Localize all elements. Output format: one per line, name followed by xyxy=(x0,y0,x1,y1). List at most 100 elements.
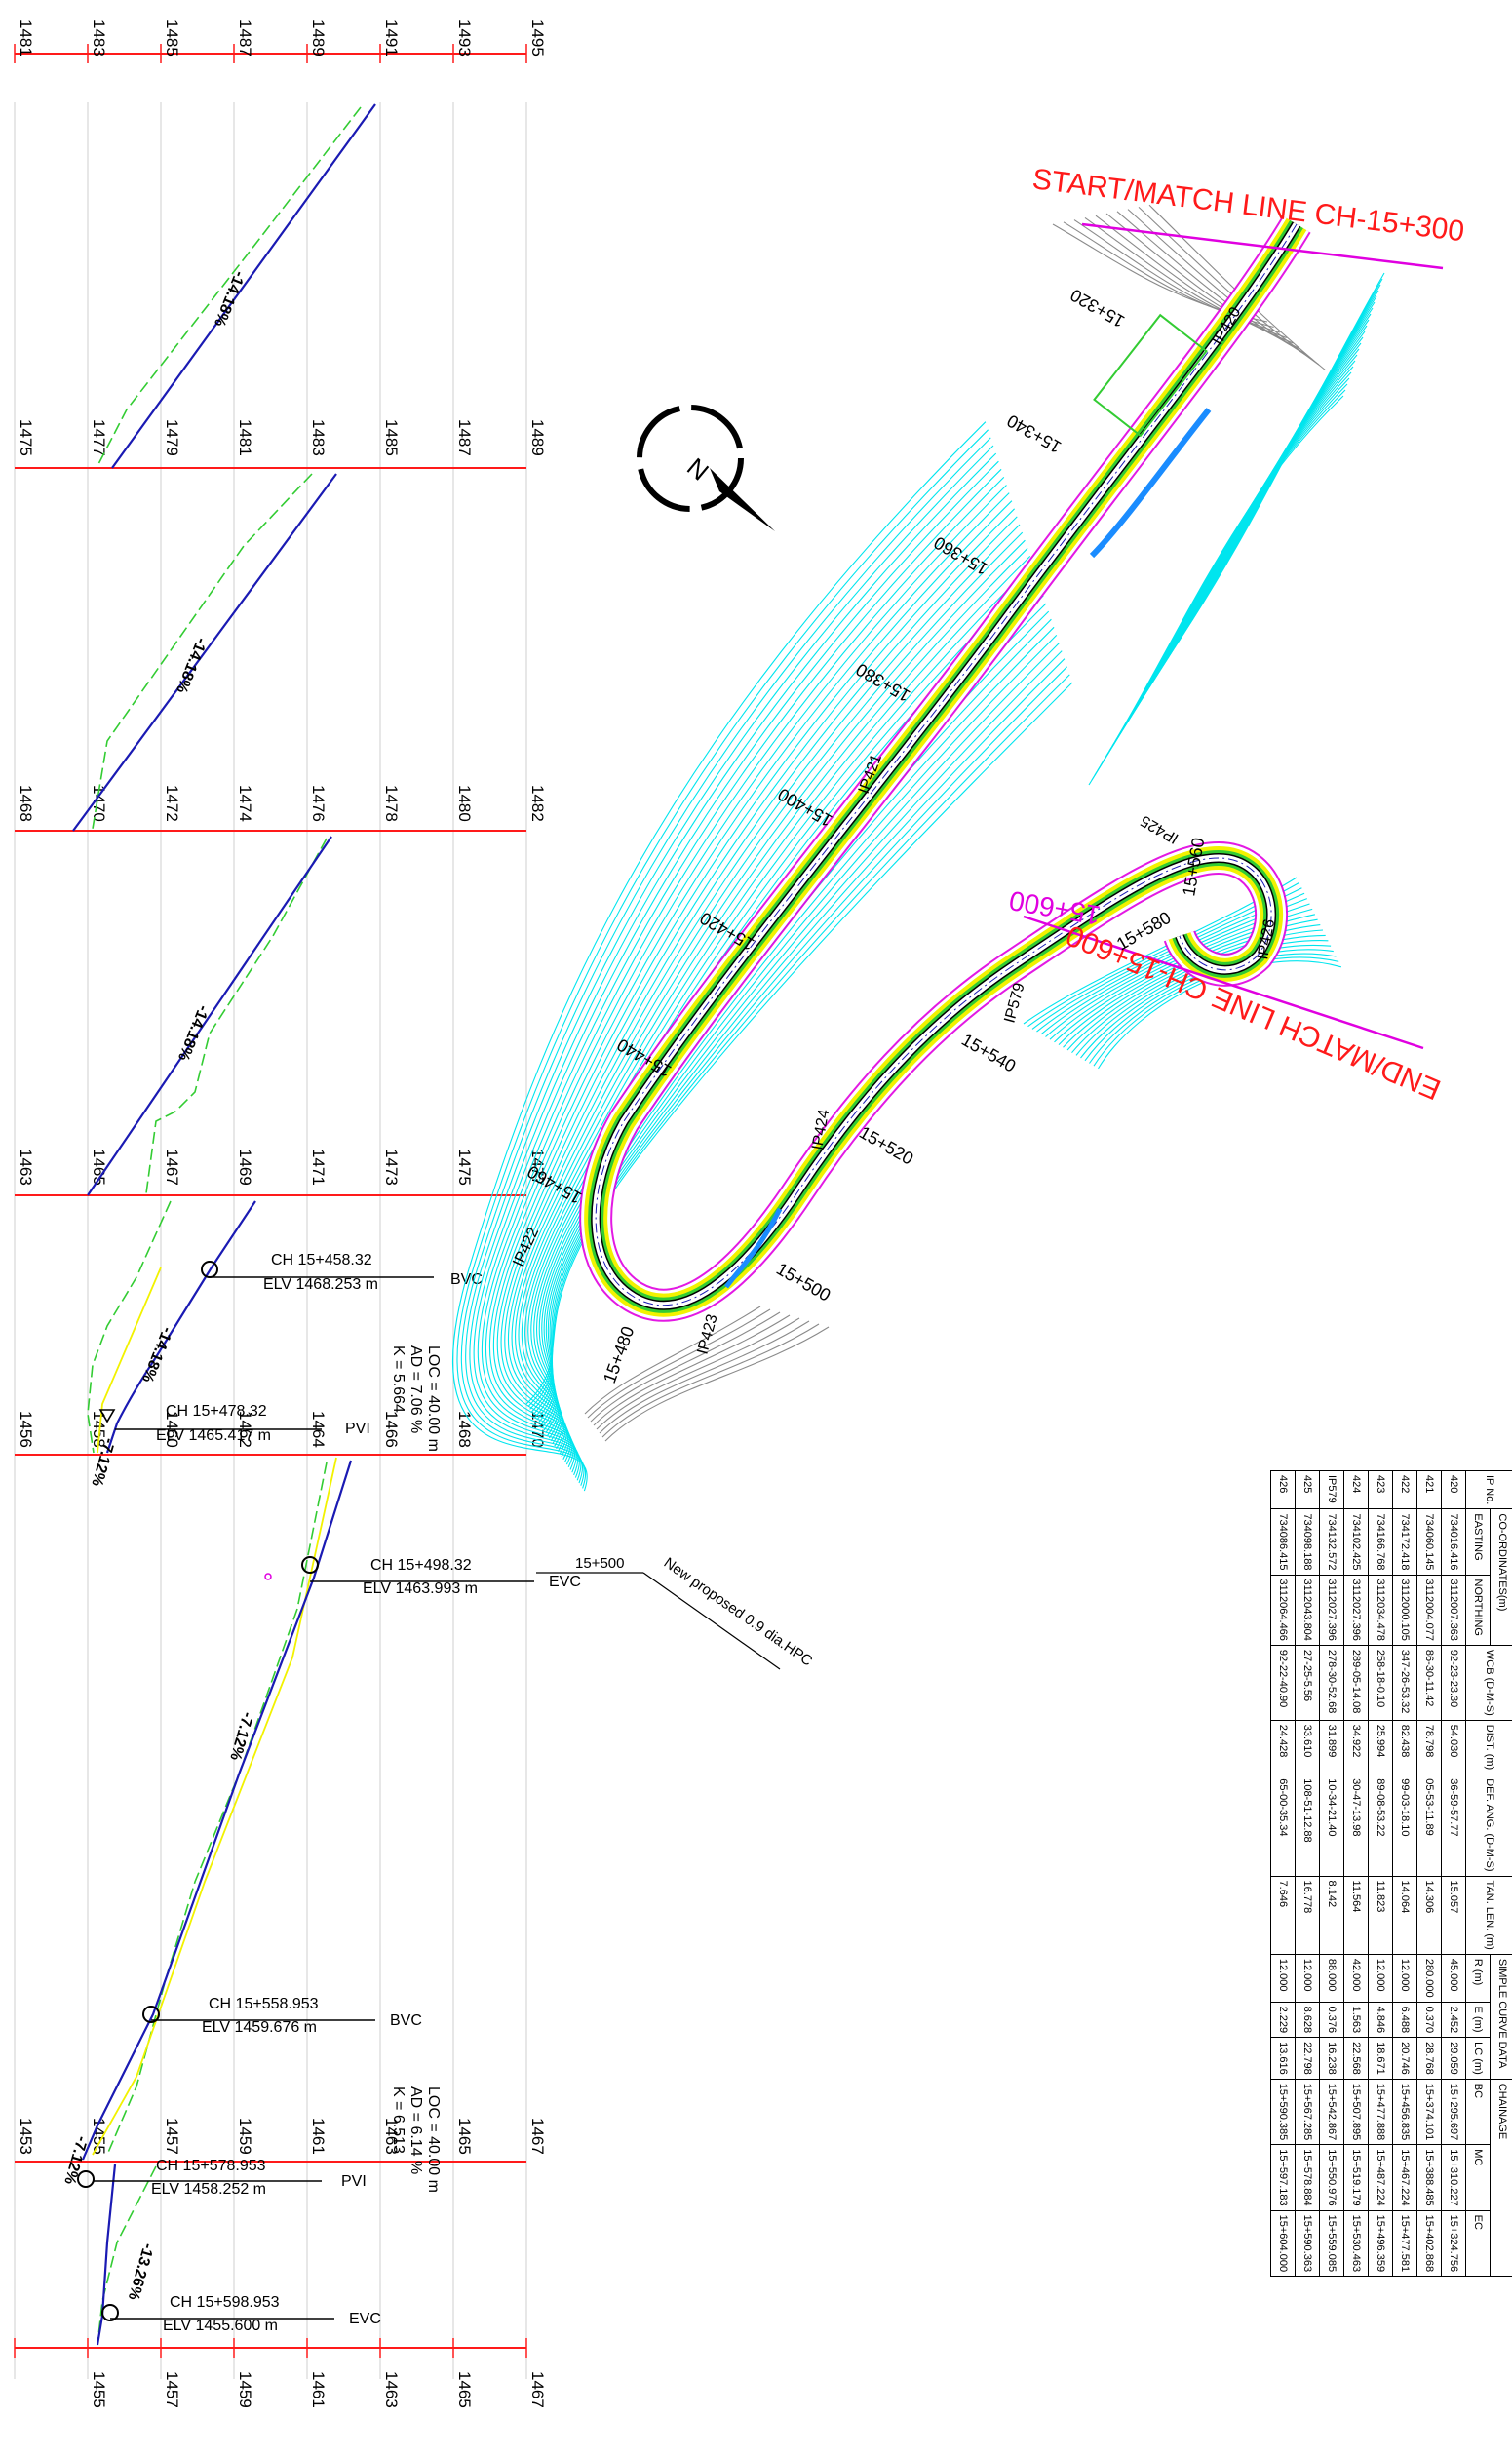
table-cell: 8.142 xyxy=(1320,1876,1344,1954)
tick-label: 1469 xyxy=(236,1149,254,1186)
col-header: E (m) xyxy=(1466,2002,1491,2038)
table-cell: 289-05-14.08 xyxy=(1344,1645,1369,1720)
table-cell: 15+567.285 xyxy=(1296,2079,1320,2144)
table-cell: 3112064.466 xyxy=(1271,1575,1296,1645)
table-cell: 15+519.179 xyxy=(1344,2145,1369,2210)
table-cell: 18.671 xyxy=(1369,2038,1393,2080)
tick-label: 1468 xyxy=(17,785,35,822)
ip-labels: IP420 IP421 IP422 IP423 IP424 IP579 IP42… xyxy=(510,304,1278,1356)
table-cell: 15+590.385 xyxy=(1271,2079,1296,2144)
table-cell: 54.030 xyxy=(1442,1720,1466,1774)
table-cell: 33.610 xyxy=(1296,1720,1320,1774)
col-header: LC (m) xyxy=(1466,2038,1491,2080)
table-cell: 423 xyxy=(1369,1471,1393,1509)
grade-label: -14.18% xyxy=(211,269,248,330)
table-cell: 3112027.396 xyxy=(1320,1575,1344,1645)
table-cell: 16.238 xyxy=(1320,2038,1344,2080)
ip-label: IP423 xyxy=(694,1312,720,1356)
vc-tag: PVI xyxy=(345,1421,370,1437)
existing-contour-lines xyxy=(585,205,1325,1441)
axis-tick-labels: 1481 1483 1485 1487 1489 1491 1493 1495 … xyxy=(17,20,547,2408)
table-cell: 3112034.478 xyxy=(1369,1575,1393,1645)
table-cell: 15+388.485 xyxy=(1417,2145,1442,2210)
tick-label: 1457 xyxy=(163,2371,181,2408)
col-header: WCB (D-M-S) xyxy=(1466,1645,1512,1720)
road-corridor xyxy=(596,224,1297,1306)
vc-k-value: K = 5.664 xyxy=(390,1346,407,1413)
vc-elevation: ELV 1459.676 m xyxy=(202,2019,317,2036)
table-cell: 22.568 xyxy=(1344,2038,1369,2080)
table-cell: 15+507.895 xyxy=(1344,2079,1369,2144)
contour-line xyxy=(605,1327,829,1441)
table-cell: 15+590.363 xyxy=(1296,2210,1320,2276)
table-cell: 0.376 xyxy=(1320,2002,1344,2038)
ip-label: IP425 xyxy=(1138,812,1182,847)
tick-label: 1491 xyxy=(382,20,401,57)
group-header-curve-data: SIMPLE CURVE DATA xyxy=(1491,1954,1512,2079)
vc-chainage: CH 15+498.32 xyxy=(370,1557,472,1574)
group-header-coordinates: CO-ORDINATES(m) xyxy=(1491,1509,1512,1646)
table-cell: 15+477.888 xyxy=(1369,2079,1393,2144)
table-cell: 22.798 xyxy=(1296,2038,1320,2080)
tick-label: 1473 xyxy=(382,1149,401,1186)
chainage-label: 15+320 xyxy=(1067,285,1128,332)
chainage-label: 15+500 xyxy=(773,1259,834,1306)
tick-label: 1472 xyxy=(163,785,181,822)
table-cell: 34.922 xyxy=(1344,1720,1369,1774)
table-cell: 3112007.363 xyxy=(1442,1575,1466,1645)
table-cell: 30-47-13.98 xyxy=(1344,1774,1369,1876)
contour-line xyxy=(539,611,1048,1427)
table-cell: 0.370 xyxy=(1417,2002,1442,2038)
chainage-label: 15+580 xyxy=(1113,908,1174,955)
vc-elevation: ELV 1465.417 m xyxy=(156,1427,271,1444)
table-cell: 65-00-35.34 xyxy=(1271,1774,1296,1876)
ip-coordinates-table: IP No. CO-ORDINATES(m) WCB (D-M-S) DIST.… xyxy=(1267,1470,1512,2457)
table-cell: 278-30-52.68 xyxy=(1320,1645,1344,1720)
table-cell: 31.899 xyxy=(1320,1720,1344,1774)
table-cell: 15.057 xyxy=(1442,1876,1466,1954)
grade-label: -7.12% xyxy=(226,1710,255,1762)
chainage-label: 15+380 xyxy=(853,659,913,706)
vc-algebraic-difference: AD = 6.14 % xyxy=(407,2086,424,2174)
table-cell: 15+477.581 xyxy=(1393,2210,1417,2276)
table-cell: 15+467.224 xyxy=(1393,2145,1417,2210)
table-cell: 424 xyxy=(1344,1471,1369,1509)
table-cell: 28.768 xyxy=(1417,2038,1442,2080)
vc-length: LOC = 40.00 m xyxy=(425,1346,442,1452)
tick-label: 1465 xyxy=(455,2118,474,2155)
tick-label: 1459 xyxy=(236,2371,254,2408)
table-cell: 347-26-53.32 xyxy=(1393,1645,1417,1720)
table-cell: 426 xyxy=(1271,1471,1296,1509)
table-cell: 12.000 xyxy=(1369,1954,1393,2002)
table-cell: 12.000 xyxy=(1271,1954,1296,2002)
table-cell: 25.994 xyxy=(1369,1720,1393,1774)
grade-label: -14.18% xyxy=(174,1003,212,1064)
plan-chainage-labels: 15+320 15+340 15+360 15+380 15+400 15+42… xyxy=(524,285,1209,1385)
table-cell: 36-59-57.77 xyxy=(1442,1774,1466,1876)
col-header: DEF. ANG. (D-M-S) xyxy=(1466,1774,1512,1876)
tick-label: 1487 xyxy=(455,419,474,456)
table-cell: 15+310.227 xyxy=(1442,2145,1466,2210)
tick-label: 1476 xyxy=(309,785,328,822)
table-cell: 05-53-11.89 xyxy=(1417,1774,1442,1876)
table-cell: 15+604.000 xyxy=(1271,2210,1296,2276)
tick-label: 1482 xyxy=(528,785,547,822)
table-cell: 3112027.396 xyxy=(1344,1575,1369,1645)
table-cell: 15+530.463 xyxy=(1344,2210,1369,2276)
tick-label: 1461 xyxy=(309,2118,328,2155)
table-group-header: IP No. CO-ORDINATES(m) WCB (D-M-S) DIST.… xyxy=(1491,1471,1512,2277)
tick-label: 1475 xyxy=(17,419,35,456)
tick-label: 1474 xyxy=(236,785,254,822)
chainage-label: 15+540 xyxy=(958,1030,1019,1076)
culvert-marker xyxy=(265,1574,271,1580)
table-cell: 14.306 xyxy=(1417,1876,1442,1954)
table-cell: 3112000.105 xyxy=(1393,1575,1417,1645)
vc-tag: BVC xyxy=(390,2012,422,2029)
table-cell: 2.229 xyxy=(1271,2002,1296,2038)
table-cell: 20.746 xyxy=(1393,2038,1417,2080)
group-header-chainage: CHAINAGE xyxy=(1491,2079,1512,2276)
table-cell: 42.000 xyxy=(1344,1954,1369,2002)
table-cell: 734016.416 xyxy=(1442,1509,1466,1575)
table-cell: 6.488 xyxy=(1393,2002,1417,2038)
